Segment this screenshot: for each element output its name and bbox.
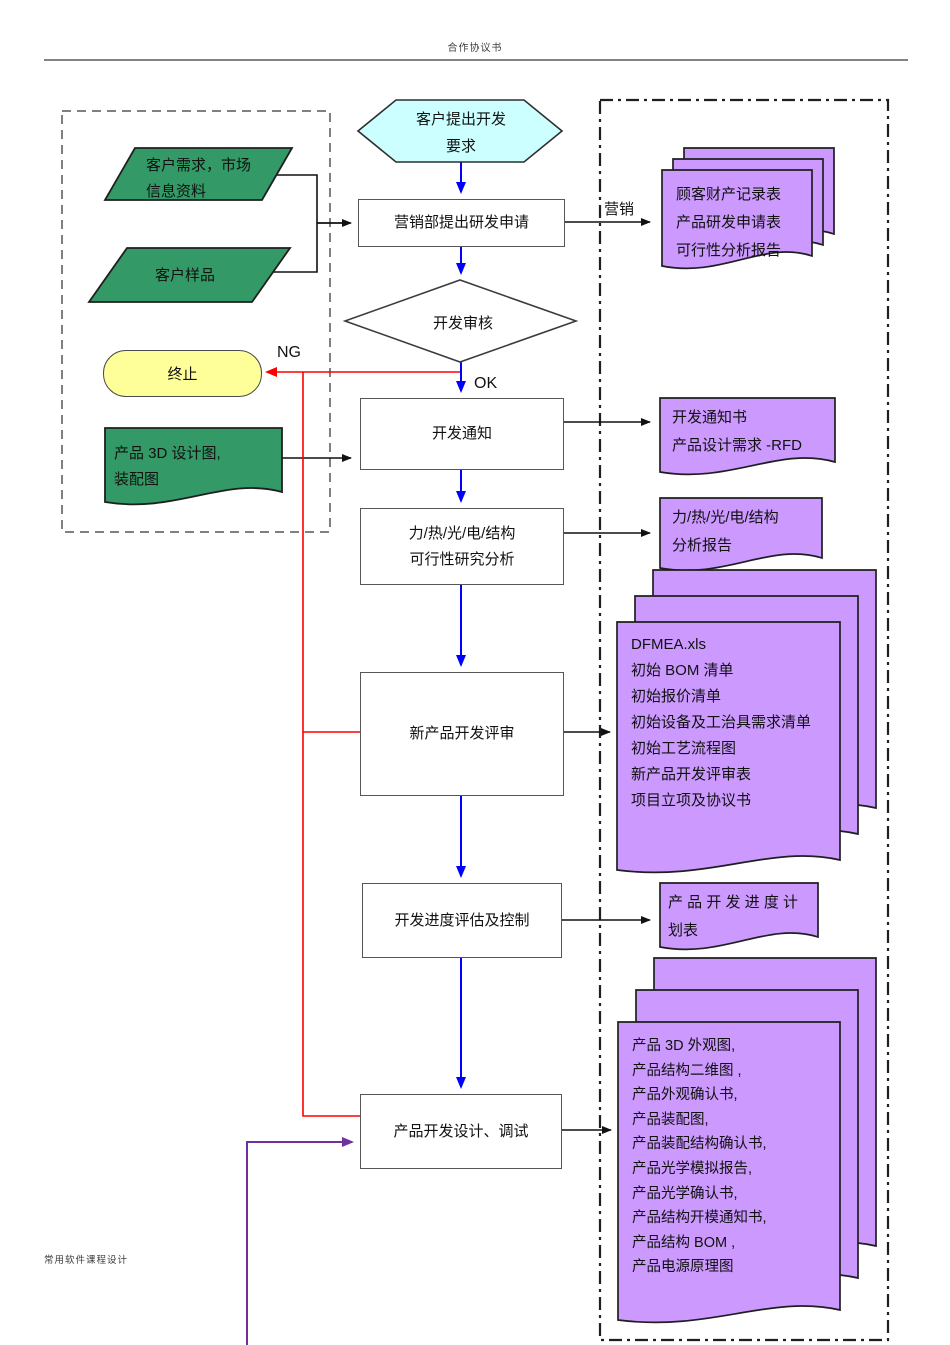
market-info-parallelogram bbox=[103, 147, 294, 201]
design-docs-text: 产品 3D 外观图, 产品结构二维图 , 产品外观确认书, 产品装配图, 产品装… bbox=[632, 1038, 767, 1276]
dev-review-diamond bbox=[342, 279, 579, 363]
apply-docs-sheet1 bbox=[661, 169, 813, 270]
dev-review-diamond-label: 开发审核 bbox=[432, 315, 493, 332]
notice-document bbox=[659, 397, 836, 476]
design-docs-sheet1 bbox=[617, 1021, 841, 1324]
schedule-document bbox=[659, 882, 819, 951]
analysis-docs-text: 力/热/光/电/结构 分析报告 bbox=[672, 509, 779, 554]
process-dev-notice: 开发通知 bbox=[360, 398, 564, 470]
header-rule bbox=[44, 59, 908, 61]
apply-docs-text: 顾客财产记录表 产品研发申请表 可行性分析报告 bbox=[676, 186, 782, 259]
edge-label-marketing: 营销 bbox=[604, 201, 635, 218]
start-hexagon-shape bbox=[356, 99, 564, 163]
purple-feedback-line bbox=[246, 1141, 351, 1345]
output-docs-container bbox=[598, 98, 890, 1342]
process-progress-control: 开发进度评估及控制 bbox=[362, 883, 562, 958]
process-marketing-apply: 营销部提出研发申请 bbox=[358, 199, 565, 247]
edge-label-ok: OK bbox=[474, 375, 498, 392]
notice-docs-text: 开发通知书 产品设计需求 -RFD bbox=[672, 409, 802, 454]
product-3d-label: 产品 3D 设计图, 装配图 bbox=[114, 445, 221, 488]
edge-label-ng: NG bbox=[277, 344, 301, 361]
review-docs-text: DFMEA.xls 初始 BOM 清单 初始报价清单 初始设备及工治具需求清单 … bbox=[631, 636, 812, 809]
market-info-label: 客户需求，市场 信息资料 bbox=[146, 157, 252, 200]
start-hexagon-label: 客户提出开发 要求 bbox=[415, 111, 506, 155]
customer-sample-label: 客户样品 bbox=[154, 267, 215, 284]
product-3d-document bbox=[104, 427, 283, 506]
ng-feedback-line bbox=[302, 372, 360, 1117]
page-header-title: 合作协议书 bbox=[447, 43, 503, 54]
customer-sample-parallelogram bbox=[87, 247, 292, 303]
footer-note: 常用软件课程设计 bbox=[44, 1255, 129, 1266]
review-docs-sheet1 bbox=[616, 621, 841, 874]
process-feasibility: 力/热/光/电/结构 可行性研究分析 bbox=[360, 508, 564, 585]
terminate-node: 终止 bbox=[103, 350, 262, 397]
process-npd-review: 新产品开发评审 bbox=[360, 672, 564, 796]
schedule-docs-text: 产 品 开 发 进 度 计 划表 bbox=[668, 894, 799, 939]
process-design-debug: 产品开发设计、调试 bbox=[360, 1094, 562, 1169]
